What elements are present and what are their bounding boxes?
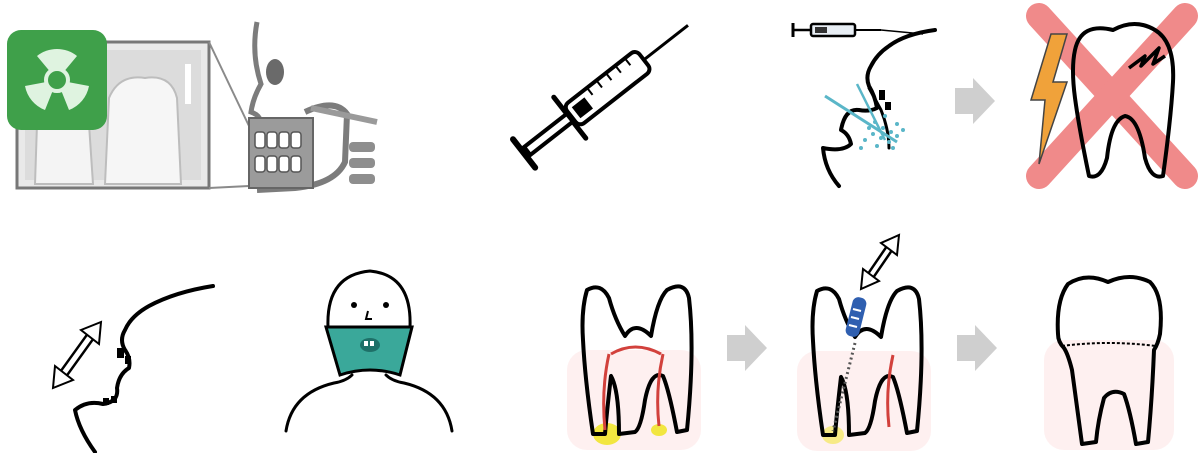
crowned-tooth-panel	[1040, 270, 1180, 453]
chevron-right-icon	[727, 325, 767, 371]
no-pain-tooth-icon	[1025, 8, 1197, 188]
syringe-icon	[490, 8, 700, 188]
step-arrow-1	[955, 78, 995, 124]
xray-icon	[5, 14, 380, 194]
open-mouth-icon	[45, 280, 220, 453]
injection-panel	[785, 10, 950, 190]
filing-tooth-panel	[795, 235, 935, 453]
chevron-right-icon	[957, 325, 997, 371]
infected-tooth-panel	[565, 280, 705, 453]
chevron-right-icon	[955, 78, 995, 124]
rubber-dam-panel	[282, 265, 457, 445]
xray-panel	[5, 14, 380, 194]
syringe-panel	[490, 8, 700, 188]
rubber-dam-icon	[282, 265, 457, 445]
step-arrow-2	[727, 325, 767, 371]
no-pain-panel	[1025, 8, 1197, 188]
injection-mouth-icon	[785, 10, 950, 190]
open-mouth-panel	[45, 280, 220, 453]
double-arrow-icon	[53, 322, 101, 388]
filing-tooth-icon	[795, 235, 935, 453]
crowned-tooth-icon	[1040, 270, 1180, 453]
infected-tooth-icon	[565, 280, 705, 453]
double-arrow-icon	[861, 235, 899, 289]
step-arrow-3	[957, 325, 997, 371]
